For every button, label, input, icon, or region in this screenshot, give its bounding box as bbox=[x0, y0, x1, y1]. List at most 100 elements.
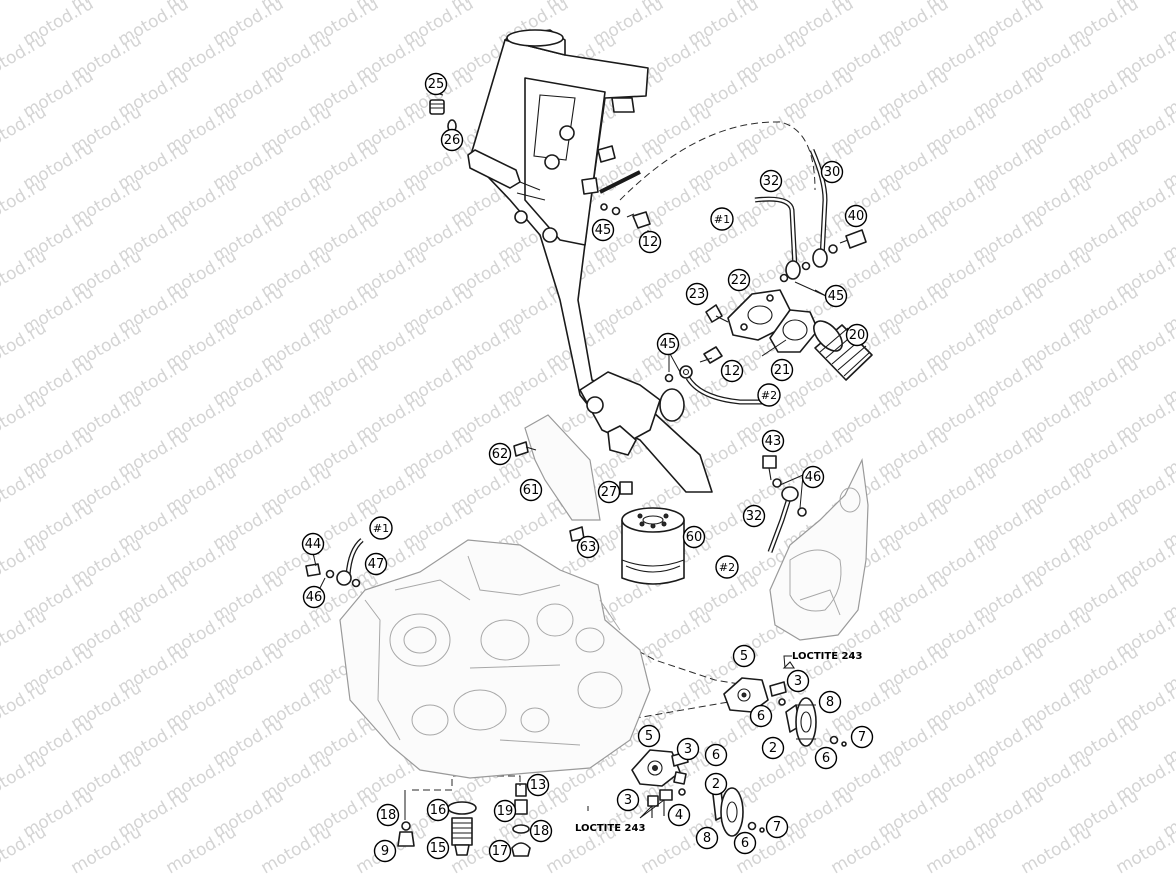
reference-label: #2 bbox=[761, 389, 777, 402]
callout-8: 8 bbox=[695, 826, 719, 850]
callout-17: 17 bbox=[488, 839, 512, 863]
callout-18: 18 bbox=[529, 819, 553, 843]
reference-tag: #2 bbox=[757, 383, 781, 407]
callout-label: 18 bbox=[380, 808, 397, 823]
callout-60: 60 bbox=[682, 525, 706, 549]
reference-label: #2 bbox=[719, 561, 735, 574]
watermark-text: motod.ru bbox=[0, 174, 50, 230]
callout-label: 15 bbox=[430, 841, 447, 856]
callout-32: 32 bbox=[742, 504, 766, 528]
reference-tag: #2 bbox=[715, 555, 739, 579]
callout-26: 26 bbox=[440, 128, 464, 152]
reference-label: #1 bbox=[714, 213, 730, 226]
callout-label: 18 bbox=[533, 824, 550, 839]
callout-27: 27 bbox=[597, 480, 621, 504]
loctite-note-top: LOCTITE 243 bbox=[792, 651, 862, 662]
watermark-text: motod.ru bbox=[0, 462, 50, 518]
watermark-text: motod.ru bbox=[68, 822, 146, 878]
reference-label: #1 bbox=[373, 522, 389, 535]
callout-label: 46 bbox=[306, 590, 323, 605]
watermark-text: motod.ru bbox=[0, 822, 50, 878]
callout-20: 20 bbox=[845, 323, 869, 347]
banjo-left bbox=[305, 563, 361, 588]
callout-label: 4 bbox=[675, 808, 683, 823]
callout-label: 46 bbox=[805, 470, 822, 485]
callout-47: 47 bbox=[364, 552, 388, 576]
oil-filter-assembly bbox=[600, 203, 873, 641]
callout-3: 3 bbox=[616, 788, 640, 812]
watermark-text: motod.ru bbox=[0, 390, 50, 446]
frame-tube bbox=[467, 29, 713, 493]
callout-9: 9 bbox=[373, 839, 397, 863]
callout-46: 46 bbox=[801, 465, 825, 489]
callout-label: 3 bbox=[624, 793, 632, 808]
callout-label: 7 bbox=[858, 730, 866, 745]
callout-13: 13 bbox=[526, 773, 550, 797]
callout-43: 43 bbox=[761, 429, 785, 453]
callout-63: 63 bbox=[576, 535, 600, 559]
watermark-text: motod.ru bbox=[0, 102, 50, 158]
callout-16: 16 bbox=[426, 798, 450, 822]
watermark-text: motod.ru bbox=[0, 606, 50, 662]
callout-label: 20 bbox=[849, 328, 866, 343]
callout-6: 6 bbox=[704, 743, 728, 767]
callout-18: 18 bbox=[376, 803, 400, 827]
callout-label: 6 bbox=[822, 751, 830, 766]
watermark-text: motod.ru bbox=[0, 534, 50, 590]
callout-21: 21 bbox=[770, 358, 794, 382]
callout-label: 23 bbox=[689, 287, 706, 302]
callout-label: 21 bbox=[774, 363, 791, 378]
callout-label: 30 bbox=[824, 165, 841, 180]
callout-23: 23 bbox=[685, 282, 709, 306]
callout-label: 5 bbox=[645, 729, 653, 744]
watermark-text: motod.ru bbox=[0, 678, 50, 734]
callout-label: 27 bbox=[601, 485, 618, 500]
callout-22: 22 bbox=[727, 268, 751, 292]
callout-label: 25 bbox=[428, 77, 445, 92]
reference-tag: #1 bbox=[369, 516, 393, 540]
callout-label: 62 bbox=[492, 447, 509, 462]
watermark-text: motod.ru bbox=[163, 822, 241, 878]
callout-5: 5 bbox=[732, 644, 756, 668]
callout-label: 6 bbox=[757, 709, 765, 724]
callout-7: 7 bbox=[850, 725, 874, 749]
callout-32: 32 bbox=[759, 169, 783, 193]
callout-label: 6 bbox=[741, 836, 749, 851]
callout-25: 25 bbox=[424, 72, 448, 96]
reference-tag: #1 bbox=[710, 207, 734, 231]
watermark-text: motod.ru bbox=[1018, 822, 1096, 878]
reference-layer: #1 #2 #1 #2 bbox=[369, 207, 781, 579]
callout-44: 44 bbox=[301, 532, 325, 556]
oil-lines bbox=[345, 149, 828, 576]
callout-label: 19 bbox=[497, 804, 514, 819]
callout-label: 13 bbox=[530, 778, 547, 793]
callout-label: 61 bbox=[523, 483, 540, 498]
callout-62: 62 bbox=[488, 442, 512, 466]
callout-61: 61 bbox=[519, 478, 543, 502]
callout-45: 45 bbox=[656, 332, 680, 356]
callout-5: 5 bbox=[637, 724, 661, 748]
watermark-text: motod.ru bbox=[0, 318, 50, 374]
callout-7: 7 bbox=[765, 815, 789, 839]
callout-label: 2 bbox=[769, 741, 777, 756]
callout-label: 2 bbox=[712, 777, 720, 792]
callout-45: 45 bbox=[824, 284, 848, 308]
callout-label: 45 bbox=[828, 289, 845, 304]
watermark-text: motod.ru bbox=[0, 0, 50, 14]
watermark-text: motod.ru bbox=[0, 0, 2, 50]
callout-19: 19 bbox=[493, 799, 517, 823]
callout-label: 9 bbox=[381, 844, 389, 859]
callout-40: 40 bbox=[844, 204, 868, 228]
callout-45: 45 bbox=[591, 218, 615, 242]
callout-6: 6 bbox=[814, 746, 838, 770]
callout-label: 17 bbox=[492, 844, 509, 859]
callout-label: 63 bbox=[580, 540, 597, 555]
watermark-text: motod.ru bbox=[1113, 822, 1176, 878]
watermark-text: motod.ru bbox=[828, 822, 906, 878]
callout-label: 26 bbox=[444, 133, 461, 148]
watermark-text: motod.ru bbox=[0, 30, 50, 86]
callout-label: 44 bbox=[305, 537, 322, 552]
callout-8: 8 bbox=[818, 690, 842, 714]
callout-6: 6 bbox=[749, 704, 773, 728]
